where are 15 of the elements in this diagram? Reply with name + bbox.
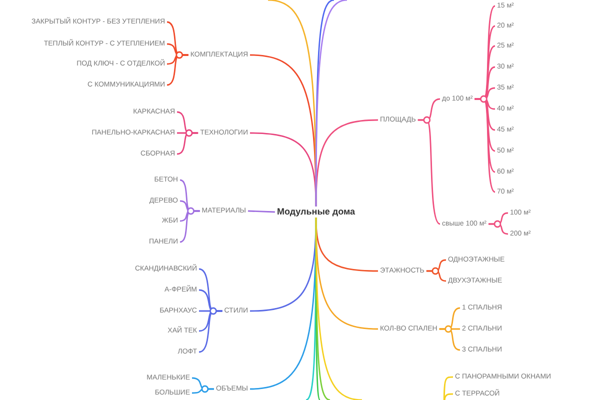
branch-line xyxy=(488,223,508,235)
branch-line xyxy=(198,310,222,353)
branch-line xyxy=(315,0,348,206)
branch-line xyxy=(315,218,362,400)
branch-line xyxy=(180,210,200,243)
branch-line xyxy=(443,376,453,400)
branch-line xyxy=(418,119,440,225)
branch-line xyxy=(248,210,275,213)
central-topic: Модульные дома xyxy=(276,208,356,216)
branch-line xyxy=(192,388,214,394)
branch-line xyxy=(443,393,453,400)
branch-line xyxy=(426,270,446,282)
branch-line xyxy=(166,54,188,86)
branch-line xyxy=(439,328,460,351)
branch-line xyxy=(176,132,198,155)
